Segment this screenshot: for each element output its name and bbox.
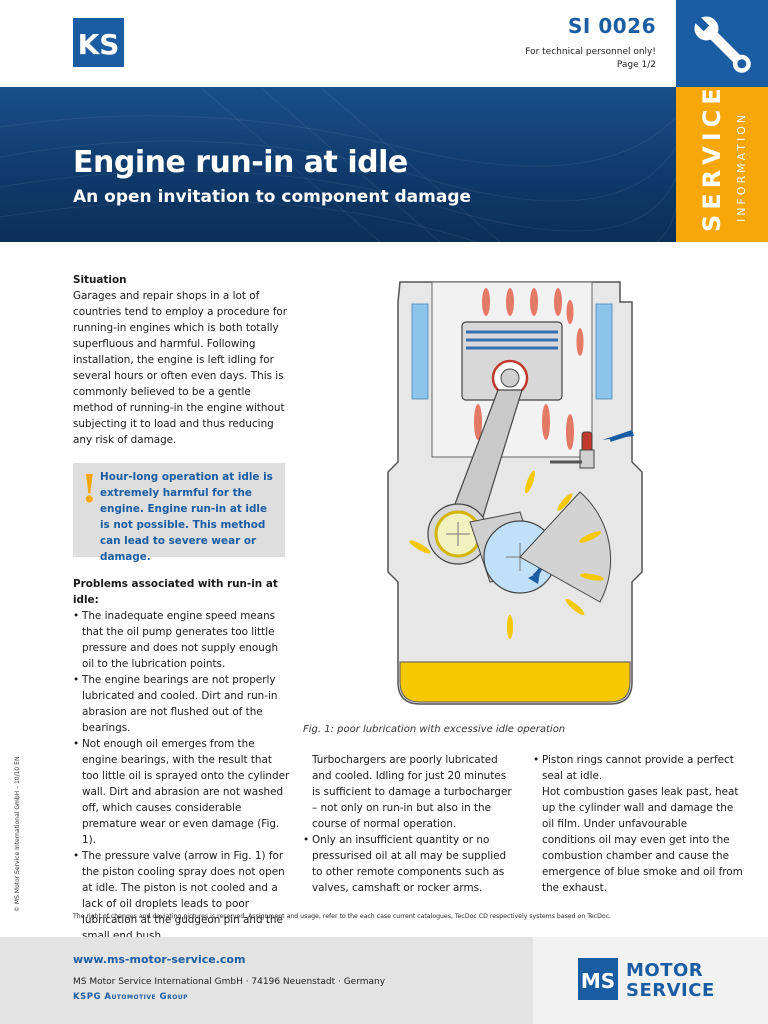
brand-service: SERVICE — [626, 980, 715, 1001]
service-label-panel — [676, 87, 768, 242]
page-label: Page 1/2 — [616, 60, 656, 70]
right-column: Piston rings cannot provide a perfect se… — [533, 752, 743, 896]
engine-cross-section-figure — [370, 272, 660, 712]
website-link[interactable]: www.ms-motor-service.com — [73, 953, 246, 966]
situation-body: Garages and repair shops in a lot of cou… — [73, 290, 288, 446]
wrench-icon — [693, 15, 751, 73]
pressure-valve-arrow — [602, 430, 634, 440]
company-logo: KS — [73, 18, 124, 67]
ms-logo: MS — [578, 958, 618, 1000]
group-name: KSPG Automotive Group — [73, 992, 189, 1002]
footer — [0, 937, 533, 1024]
right-list: Piston rings cannot provide a perfect se… — [533, 752, 743, 784]
copyright-notice: © MS Motor Service International GmbH – … — [14, 756, 21, 912]
document-id-block: SI 0026 For technical personnel only! Pa… — [525, 14, 656, 72]
list-item: Not enough oil emerges from the engine b… — [73, 736, 291, 848]
document-number: SI 0026 — [568, 14, 656, 38]
middle-list: Only an insufficient quantity or no pres… — [303, 832, 513, 896]
logo-text: KS — [78, 28, 120, 61]
oil-spray-marks — [409, 470, 604, 639]
ms-logo-text: MS — [581, 969, 615, 993]
situation-heading: Situation — [73, 274, 127, 286]
piston-ring-paragraph: Hot combustion gases leak past, heat up … — [542, 786, 743, 894]
list-item: The inadequate engine speed means that t… — [73, 608, 291, 672]
engine-illustration — [387, 281, 643, 705]
page-title: Engine run-in at idle — [73, 145, 408, 180]
situation-section: Situation Garages and repair shops in a … — [73, 272, 288, 448]
company-address: MS Motor Service International GmbH · 74… — [73, 977, 386, 987]
figure-caption: Fig. 1: poor lubrication with excessive … — [303, 724, 566, 735]
turbo-paragraph: Turbochargers are poorly lubricated and … — [312, 754, 512, 830]
information-label: INFORMATION — [735, 111, 748, 222]
list-item: Only an insufficient quantity or no pres… — [303, 832, 513, 896]
title-banner: Engine run-in at idle An open invitation… — [0, 87, 676, 242]
problems-heading: Problems associated with run-in at idle: — [73, 578, 278, 606]
problems-list: The inadequate engine speed means that t… — [73, 608, 291, 944]
middle-column: Turbochargers are poorly lubricated and … — [303, 752, 513, 896]
exclamation-icon: ! — [81, 466, 98, 511]
disclaimer-text: The right of changes and deviating pictu… — [73, 913, 612, 920]
page-subtitle: An open invitation to component damage — [73, 187, 472, 207]
warning-box: ! Hour-long operation at idle is extreme… — [73, 463, 285, 563]
banner-pattern — [0, 87, 676, 242]
list-item: Piston rings cannot provide a perfect se… — [533, 752, 743, 784]
problems-section: Problems associated with run-in at idle:… — [73, 576, 291, 944]
wrench-panel — [676, 0, 768, 87]
audience-note: For technical personnel only! — [525, 47, 656, 57]
list-item: The pressure valve (arrow in Fig. 1) for… — [73, 848, 291, 944]
service-label: SERVICE — [698, 83, 726, 232]
footer-brand-area — [533, 937, 768, 1024]
list-item: The engine bearings are not properly lub… — [73, 672, 291, 736]
warning-text: Hour-long operation at idle is extremely… — [100, 471, 273, 563]
brand-motor: MOTOR — [626, 960, 704, 981]
